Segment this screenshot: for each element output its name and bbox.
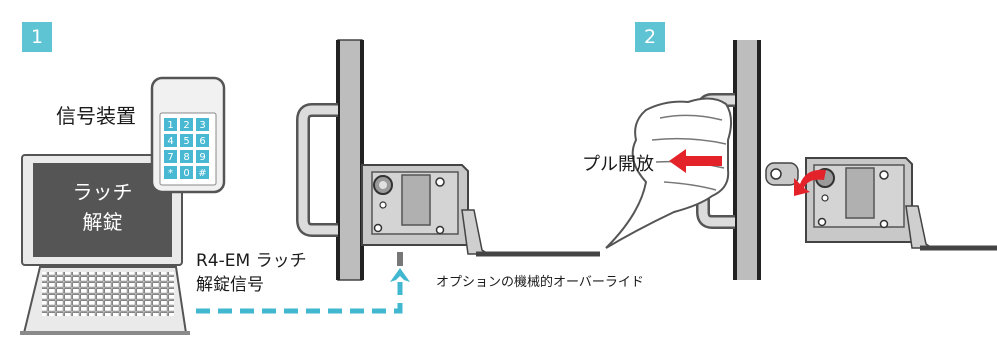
keypad-key (164, 166, 177, 179)
signal-text-line2: 解錠信号 (196, 275, 264, 295)
release-arrow-icon (794, 169, 826, 196)
keypad-key (196, 118, 209, 131)
keypad-key-label: 6 (199, 136, 205, 147)
keypad-key (180, 166, 193, 179)
laptop-screen-text-line1: ラッチ (72, 180, 133, 204)
keypad-key-label: 3 (199, 120, 205, 131)
signal-receiver-icon (390, 252, 410, 282)
keypad-key-label: # (198, 168, 206, 179)
keypad-key-label: 5 (183, 136, 189, 147)
keypad-key (164, 118, 177, 131)
keypad-key (196, 134, 209, 147)
keypad-key (180, 150, 193, 163)
signal-text-line1: R4-EM ラッチ (196, 251, 307, 271)
keypad-key-label: 0 (183, 168, 189, 179)
keypad-key-label: 8 (183, 152, 189, 163)
keypad-key (164, 150, 177, 163)
door-frame-right (733, 40, 761, 280)
keypad-key (196, 150, 209, 163)
pull-handle-left (296, 103, 338, 237)
signal-device-label: 信号装置 (56, 104, 136, 128)
signal-line (196, 282, 403, 314)
keypad-key (180, 134, 193, 147)
keypad-key-label: 1 (167, 120, 173, 131)
keypad-key-label: 2 (183, 120, 189, 131)
door-frame-left (336, 39, 364, 281)
step-badge-1: 1 (22, 22, 52, 52)
step-badge-2: 2 (635, 22, 665, 52)
laptop-screen-text-line2: 解錠 (82, 210, 123, 234)
keypad-key (196, 166, 209, 179)
override-label: オプションの機械的オーバーライド (436, 275, 644, 290)
keypad-key-label: 4 (167, 136, 173, 147)
pull-arrow-icon (669, 149, 722, 173)
keypad-key-label: * (168, 168, 173, 179)
laptop (20, 154, 190, 335)
latch-unit-right (765, 157, 935, 249)
keypad-key (164, 134, 177, 147)
latch-unit-left (361, 164, 491, 255)
keypad-key-label: 7 (167, 152, 173, 163)
keypad-key-label: 9 (199, 152, 205, 163)
keypad-key (180, 118, 193, 131)
pull-open-label: プル開放 (582, 154, 654, 175)
